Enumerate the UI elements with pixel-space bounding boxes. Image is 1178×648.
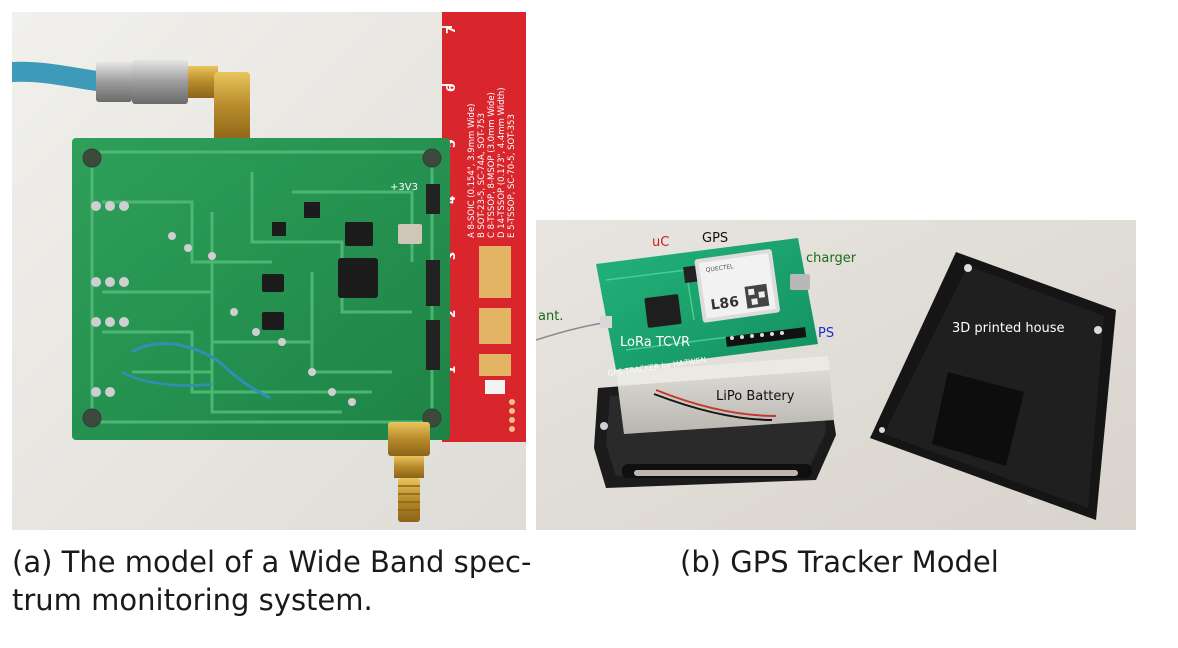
ruler-number: 1: [444, 366, 458, 374]
caption-b-text: (b) GPS Tracker Model: [680, 545, 999, 579]
label-house: 3D printed house: [952, 321, 1065, 336]
board-label: +3V3: [390, 182, 418, 193]
label-gps: GPS: [702, 231, 728, 246]
ruler-text-line: A 8-SOIC (0.154", 3.9mm Wide): [467, 104, 477, 239]
ruler-board: 7 6 5 4 3 2 1 A 8-SOIC (0.154", 3.9mm Wi…: [442, 12, 526, 442]
pcb-board: +3V3: [72, 138, 450, 440]
spectrum-monitor-photo: 7 6 5 4 3 2 1 A 8-SOIC (0.154", 3.9mm Wi…: [12, 12, 526, 530]
sma-connector: [388, 422, 430, 522]
ruler-text-line: C 8-TSSOP, 8-MSOP (3.0mm Wide): [487, 92, 497, 238]
ruler-number: 2: [444, 310, 458, 318]
gps-tracker-photo: GPS TRACKER by HA7WEN L86 QUECTEL uC GPS…: [536, 220, 1136, 530]
label-battery: LiPo Battery: [716, 389, 795, 404]
label-uc: uC: [652, 235, 669, 250]
caption-a: (a) The model of a Wide Band spec- trum …: [12, 543, 552, 619]
gps-module: L86 QUECTEL: [694, 249, 780, 323]
ruler-number: 3: [444, 252, 458, 260]
label-charger: charger: [806, 251, 857, 266]
gps-module-model: L86: [710, 294, 740, 314]
ruler-number: 5: [444, 140, 458, 148]
lipo-battery: [616, 356, 834, 434]
label-antenna: ant.: [538, 309, 563, 324]
ruler-number: 6: [444, 84, 458, 92]
ruler-number: 4: [444, 196, 458, 204]
ruler-numbers: 7 6 5 4 3 2 1: [444, 26, 458, 374]
label-lora: LoRa TCVR: [620, 335, 690, 350]
caption-a-text: (a) The model of a Wide Band spec- trum …: [12, 545, 532, 617]
ruler-package-text: A 8-SOIC (0.154", 3.9mm Wide) B SOT-23-5…: [467, 87, 517, 238]
annotation-labels: uC GPS charger ant. LoRa TCVR PS LiPo Ba…: [538, 231, 1065, 404]
ruler-number: 7: [444, 26, 458, 34]
caption-b: (b) GPS Tracker Model: [680, 543, 1100, 581]
gps-module-brand: QUECTEL: [705, 263, 734, 274]
printed-house: [870, 252, 1116, 520]
label-ps: PS: [818, 326, 834, 341]
ruler-text-line: B SOT-23-5, SC-74A, SOT-753: [477, 113, 487, 238]
ruler-text-line: E 5-TSSOP, SC-70-5, SOT-353: [507, 114, 517, 238]
coax-cable: [12, 60, 250, 142]
ruler-text-line: D 14-TSSOP (0.173", 4.4mm Width): [497, 87, 507, 238]
